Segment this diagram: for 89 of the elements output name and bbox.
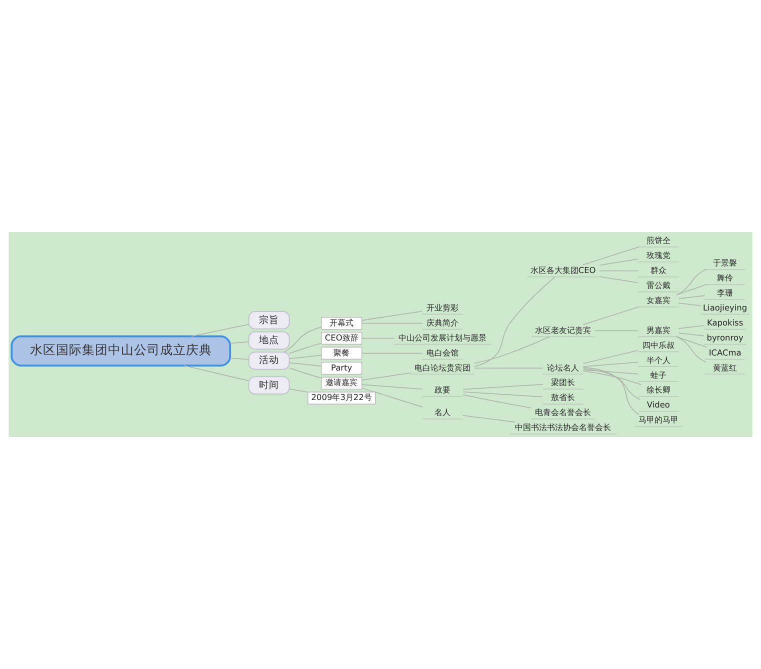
connector: [676, 336, 708, 348]
node-box: 开幕式: [321, 317, 362, 330]
connector: [191, 324, 249, 337]
node-box: 时间: [248, 376, 290, 394]
node-box: 地点: [248, 332, 290, 350]
connector: [474, 336, 550, 364]
connector: [676, 284, 708, 296]
connector: [289, 388, 308, 393]
node-text: 名人: [434, 407, 451, 418]
connector: [582, 367, 640, 415]
node-text: Liaojieying: [702, 302, 748, 312]
node-text: 梁团长: [551, 377, 576, 388]
connector: [582, 362, 638, 367]
node-text: 舞伶: [717, 272, 734, 282]
connector: [462, 384, 544, 390]
node-text: byronroy: [706, 332, 744, 342]
node-text: ICACma: [708, 347, 742, 358]
node-text: 徐长卿: [646, 384, 670, 395]
node-text: 庆典简介: [426, 317, 459, 328]
node-text: Kapokiss: [706, 317, 744, 328]
node-text: 中国书法书法协会名誉会长: [515, 422, 612, 432]
node-text: 电青会名誉会长: [535, 407, 592, 418]
connector: [599, 258, 638, 266]
node-box: 活动: [248, 352, 290, 370]
connector: [599, 276, 638, 284]
connector: [362, 338, 394, 339]
node-text: 电白会馆: [426, 347, 459, 358]
connector: [362, 352, 423, 354]
connector: [582, 306, 640, 326]
node-box: 邀请嘉宾: [321, 376, 362, 390]
connector: [582, 370, 642, 385]
node-text: 电白论坛贵宾团: [414, 362, 471, 372]
connector: [362, 322, 423, 324]
connector: [676, 336, 706, 362]
node-box: Party: [321, 362, 362, 374]
connector: [462, 415, 515, 422]
connector: [289, 362, 322, 366]
connector: [678, 325, 705, 329]
node-text: 政要: [434, 384, 451, 395]
connector: [230, 342, 249, 344]
connector: [678, 332, 704, 336]
node-text: 敖省长: [551, 392, 576, 402]
node-text: 水区老友记贵宾: [535, 324, 592, 335]
connector: [362, 372, 412, 381]
node-text: 蛙子: [650, 370, 666, 380]
node-text: Video: [646, 400, 670, 410]
node-text: 女嘉宾: [646, 294, 670, 305]
node-text: 开业剪彩: [426, 302, 459, 312]
node-text: 煎饼仝: [646, 235, 670, 246]
connector: [462, 391, 544, 398]
node-text: 男嘉宾: [646, 324, 670, 335]
node-text: 黄蓝红: [713, 362, 738, 372]
connector: [462, 394, 532, 408]
node-text: 论坛名人: [547, 362, 580, 372]
connector: [474, 276, 556, 367]
connector: [362, 310, 423, 321]
connector: [362, 384, 423, 390]
node-box: 2009年3月22号: [308, 392, 376, 404]
connector: [230, 358, 249, 360]
connector: [474, 368, 544, 369]
connector: [289, 354, 322, 359]
node-text: 中山公司发展计划与愿景: [398, 332, 487, 342]
connector: [583, 368, 640, 400]
node-box: CEO致辞: [321, 332, 362, 345]
node-text: 群众: [650, 265, 666, 275]
node-text: 雷公戴: [646, 280, 670, 290]
node-text: 于景磐: [713, 258, 738, 268]
node-box: 水区国际集团中山公司成立庆典: [10, 335, 232, 366]
node-box: 聚餐: [321, 346, 362, 360]
connector: [362, 388, 423, 408]
connector: [288, 342, 322, 354]
connector: [288, 368, 322, 378]
node-text: 半个人: [646, 354, 670, 365]
connector: [582, 369, 638, 374]
connector: [594, 330, 638, 332]
node-box: 宗旨: [248, 311, 290, 330]
connector: [284, 326, 322, 352]
connector: [183, 365, 249, 382]
connector: [678, 295, 706, 299]
connector: [678, 302, 701, 306]
node-text: 李珊: [717, 287, 734, 298]
connector: [582, 350, 638, 364]
node-text: 马甲的马甲: [638, 414, 678, 425]
node-text: 玫瑰党: [646, 250, 670, 260]
connector: [676, 269, 706, 296]
connector: [582, 246, 640, 266]
node-text: 四中乐叔: [642, 340, 674, 350]
node-text: 水区各大集团CEO: [530, 265, 596, 275]
connector: [599, 270, 638, 272]
